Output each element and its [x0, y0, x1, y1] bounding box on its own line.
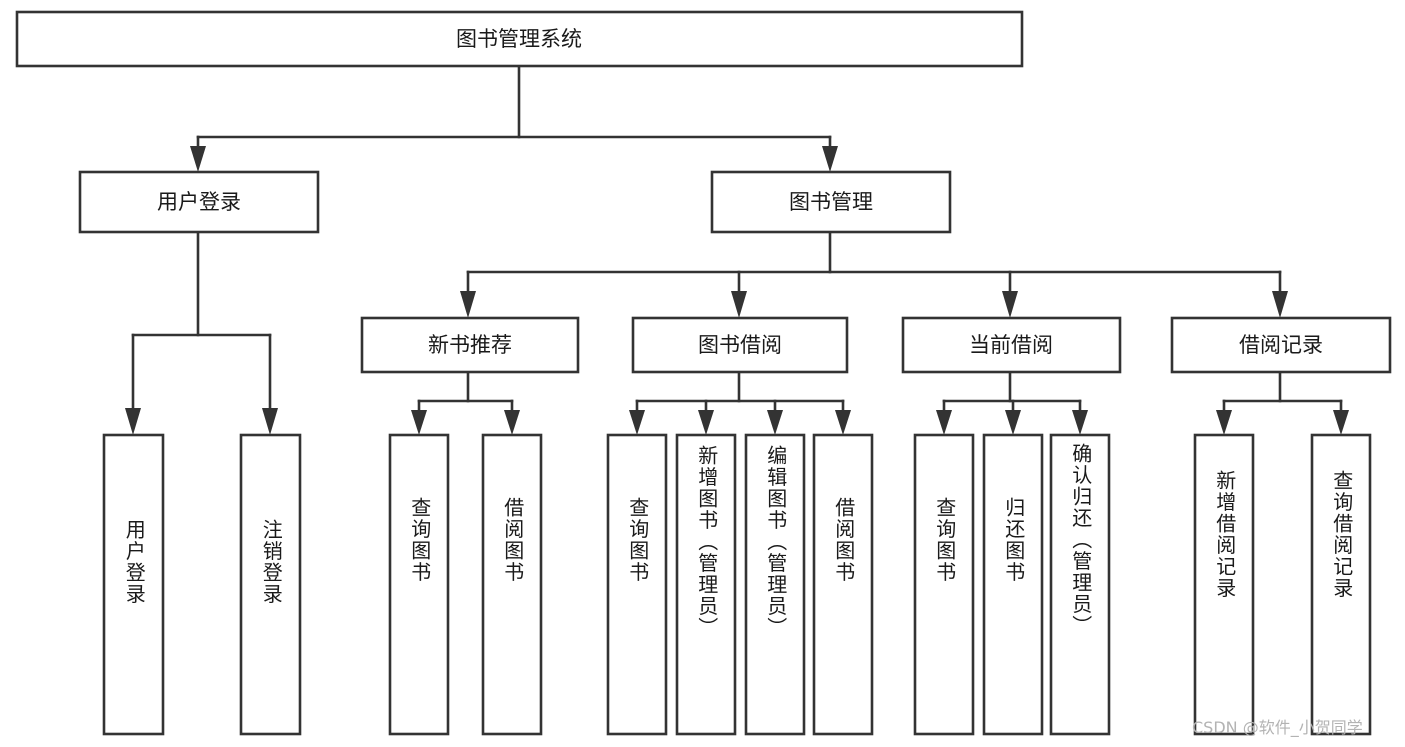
node-new-book-recommend-label: 新书推荐 [428, 333, 512, 357]
arrow-head-book-borrow [731, 291, 747, 318]
node-book-borrow[interactable] [631, 316, 849, 374]
arrow-head-leaf-logout [262, 408, 278, 435]
node-current-borrow-label: 当前借阅 [969, 333, 1053, 357]
node-leaf-user-login[interactable] [102, 433, 165, 736]
node-leaf-currentborrow-confirm-return[interactable] [1049, 433, 1111, 736]
arrow-head-currentborrow-leaf-2 [1005, 410, 1021, 435]
node-leaf-newbook-query-book[interactable] [388, 433, 450, 736]
arrow-head-book-manage [822, 146, 838, 172]
node-new-book-recommend[interactable] [360, 316, 580, 374]
node-borrow-record[interactable] [1170, 316, 1392, 374]
node-leaf-bookborrow-edit-book[interactable] [744, 433, 806, 736]
node-leaf-bookborrow-borrow-book[interactable] [812, 433, 874, 736]
node-book-manage[interactable] [710, 170, 952, 234]
node-leaf-currentborrow-return-book[interactable] [982, 433, 1044, 736]
arrow-head-borrowrecord-leaf-2 [1333, 410, 1349, 435]
node-user-login[interactable] [78, 170, 320, 234]
arrow-head-borrow-record [1272, 291, 1288, 318]
node-leaf-logout[interactable] [239, 433, 302, 736]
arrow-head-leaf-user-login [125, 408, 141, 435]
arrow-head-bookborrow-leaf-1 [629, 410, 645, 435]
arrow-head-currentborrow-leaf-1 [936, 410, 952, 435]
arrow-head-bookborrow-leaf-3 [767, 410, 783, 435]
arrow-head-newbook-leaf-1 [411, 410, 427, 435]
node-layer: 图书管理系统 用户登录 图书管理 新书推荐 图书借阅 当前借阅 借阅记录 [15, 10, 1392, 736]
node-leaf-newbook-borrow-book[interactable] [481, 433, 543, 736]
node-book-borrow-label: 图书借阅 [698, 333, 782, 357]
node-root-label: 图书管理系统 [456, 27, 582, 51]
arrow-head-bookborrow-leaf-2 [698, 410, 714, 435]
node-current-borrow[interactable] [901, 316, 1122, 374]
arrow-head-newbook-leaf-2 [504, 410, 520, 435]
arrow-head-borrowrecord-leaf-1 [1216, 410, 1232, 435]
node-book-manage-label: 图书管理 [789, 190, 873, 214]
arrow-head-current-borrow [1002, 291, 1018, 318]
connector-layer [125, 64, 1349, 435]
node-leaf-borrowrecord-add-record[interactable] [1193, 433, 1255, 736]
node-leaf-bookborrow-add-book[interactable] [675, 433, 737, 736]
arrow-head-new-book [460, 291, 476, 318]
node-borrow-record-label: 借阅记录 [1239, 333, 1323, 357]
arrow-head-bookborrow-leaf-4 [835, 410, 851, 435]
node-leaf-bookborrow-query-book[interactable] [606, 433, 668, 736]
node-leaf-currentborrow-query-book[interactable] [913, 433, 975, 736]
node-root[interactable] [15, 10, 1024, 68]
node-user-login-label: 用户登录 [157, 190, 241, 214]
arrow-head-user-login [190, 146, 206, 172]
arrow-head-currentborrow-leaf-3 [1072, 410, 1088, 435]
node-leaf-borrowrecord-query-record[interactable] [1310, 433, 1372, 736]
